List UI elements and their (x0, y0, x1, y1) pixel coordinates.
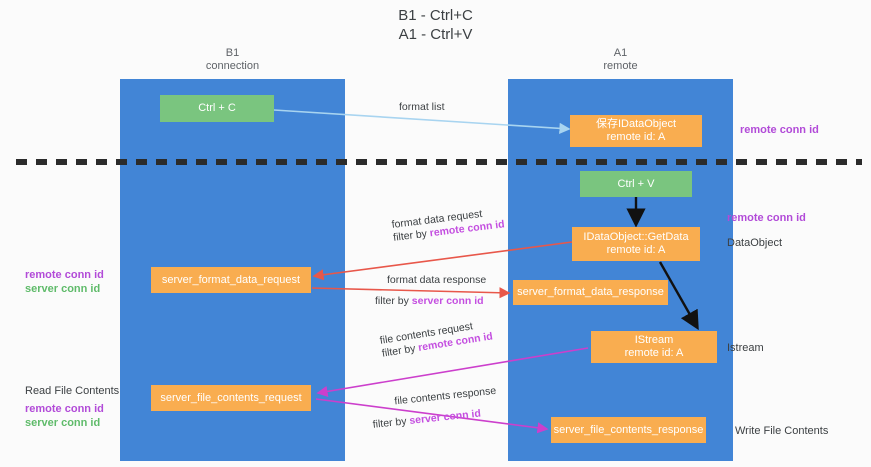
node-server-file-contents-request-label: server_file_contents_request (160, 391, 302, 404)
annotation-right-dataobject: DataObject (727, 236, 782, 250)
node-ctrl-v[interactable]: Ctrl + V (580, 171, 692, 197)
node-server-format-data-request[interactable]: server_format_data_request (151, 267, 311, 293)
node-save-idataobject-line2: remote id: A (606, 131, 666, 143)
filter-key-server-conn-id: server conn id (411, 295, 484, 307)
node-istream-line2: remote id: A (624, 347, 684, 359)
annotation-right-remote-conn-id-mid: remote conn id (727, 211, 806, 225)
annotation-right-write-file-contents-text: Write File Contents (735, 425, 829, 437)
node-server-format-data-response-label: server_format_data_response (517, 286, 664, 298)
annotation-right-write-file-contents: Write File Contents (735, 424, 828, 438)
edge-label-format-data-response-filter: filter by server conn id (375, 295, 486, 308)
edge-label-file-contents-response-filter: filter by server conn id (372, 406, 499, 432)
annotation-right-remote-conn-id-top-text: remote conn id (740, 124, 819, 136)
node-istream-line1: IStream (634, 334, 674, 346)
node-server-format-data-request-label: server_format_data_request (161, 273, 301, 286)
node-ctrl-c-label: Ctrl + C (198, 102, 236, 114)
edge-label-format-data-response: format data response filter by server co… (375, 274, 487, 308)
annotation-right-remote-conn-id-mid-text: remote conn id (727, 212, 806, 224)
edge-label-file-contents-response: file contents response filter by server … (370, 385, 499, 432)
node-ctrl-v-label: Ctrl + V (617, 177, 655, 190)
node-server-file-contents-request[interactable]: server_file_contents_request (151, 385, 311, 411)
annotation-left-remote-conn-id-mid: remote conn id (25, 269, 104, 281)
edge-label-format-list-text: format list (399, 101, 445, 113)
annotation-left-conn-ids-mid: remote conn id server conn id (25, 268, 104, 296)
node-save-idataobject-line1: 保存IDataObject (595, 118, 677, 130)
filter-prefix: filter by (372, 415, 411, 431)
annotation-left-read-file-contents: Read File Contents (25, 384, 119, 398)
diagram-title-line-2: A1 - Ctrl+V (398, 26, 473, 43)
node-idataobject-getdata[interactable]: IDataObject::GetData remote id: A (572, 227, 700, 261)
column-header-a1: A1 remote (508, 47, 733, 73)
annotation-left-read-file-contents-text: Read File Contents (25, 385, 120, 397)
column-header-b1: B1 connection (120, 47, 345, 73)
edge-label-file-contents-response-text: file contents response (393, 384, 497, 408)
annotation-right-remote-conn-id-top: remote conn id (740, 123, 819, 137)
column-header-a1-sub: remote (603, 60, 638, 72)
filter-key-server-conn-id: server conn id (408, 407, 482, 427)
diagram-title: B1 - Ctrl+C A1 - Ctrl+V (0, 6, 871, 44)
node-server-format-data-response[interactable]: server_format_data_response (513, 280, 668, 305)
annotation-left-server-conn-id-mid: server conn id (25, 283, 101, 295)
column-header-a1-name: A1 (613, 47, 628, 59)
column-header-b1-sub: connection (205, 60, 260, 72)
node-server-file-contents-response-label: server_file_contents_response (553, 423, 704, 436)
node-server-file-contents-response[interactable]: server_file_contents_response (551, 417, 706, 443)
annotation-left-remote-conn-id-bottom: remote conn id (25, 403, 104, 415)
annotation-left-conn-ids-bottom: remote conn id server conn id (25, 402, 104, 430)
edge-label-file-contents-request: file contents request filter by remote c… (379, 317, 494, 360)
annotation-right-dataobject-text: DataObject (727, 237, 783, 249)
column-header-b1-name: B1 (225, 47, 240, 59)
node-save-idataobject[interactable]: 保存IDataObject remote id: A (570, 115, 702, 147)
diagram-title-line-1: B1 - Ctrl+C (398, 7, 473, 24)
node-idataobject-getdata-line2: remote id: A (606, 244, 666, 256)
annotation-left-server-conn-id-bottom: server conn id (25, 417, 101, 429)
filter-prefix: filter by (375, 295, 412, 307)
edge-label-format-list: format list (399, 101, 445, 114)
node-istream[interactable]: IStream remote id: A (591, 331, 717, 363)
node-idataobject-getdata-line1: IDataObject::GetData (583, 231, 689, 243)
node-ctrl-c[interactable]: Ctrl + C (160, 95, 274, 122)
annotation-right-istream: Istream (727, 341, 764, 355)
edge-label-format-data-response-text: format data response (387, 274, 487, 286)
edge-label-format-data-request: format data request filter by remote con… (391, 205, 505, 244)
annotation-right-istream-text: Istream (727, 342, 764, 354)
